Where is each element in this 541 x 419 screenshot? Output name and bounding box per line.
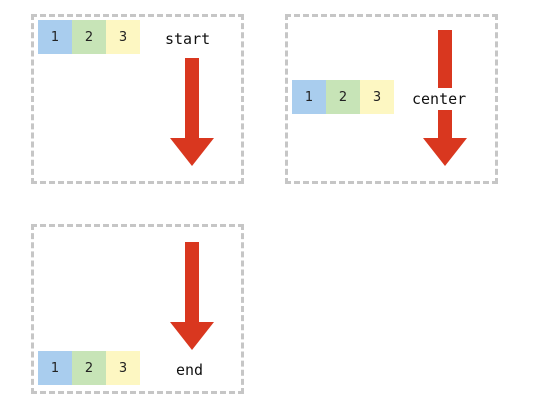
flex-item-2: 2 <box>326 80 360 114</box>
label-start: start <box>163 28 213 50</box>
panel-center <box>285 14 498 184</box>
down-arrow-icon <box>170 242 214 350</box>
flex-item-2: 2 <box>72 20 106 54</box>
flex-item-1: 1 <box>292 80 326 114</box>
flex-items-center: 1 2 3 <box>292 80 394 114</box>
flex-item-2: 2 <box>72 351 106 385</box>
flex-item-3: 3 <box>106 20 140 54</box>
flex-item-1: 1 <box>38 20 72 54</box>
panel-end <box>31 224 244 394</box>
flex-item-3: 3 <box>360 80 394 114</box>
down-arrow-icon <box>423 30 467 166</box>
down-arrow-icon <box>170 58 214 166</box>
flex-item-3: 3 <box>106 351 140 385</box>
panel-start <box>31 14 244 184</box>
flex-item-1: 1 <box>38 351 72 385</box>
label-center: center <box>410 88 469 110</box>
flex-items-start: 1 2 3 <box>38 20 140 54</box>
label-end: end <box>174 359 206 381</box>
flex-items-end: 1 2 3 <box>38 351 140 385</box>
